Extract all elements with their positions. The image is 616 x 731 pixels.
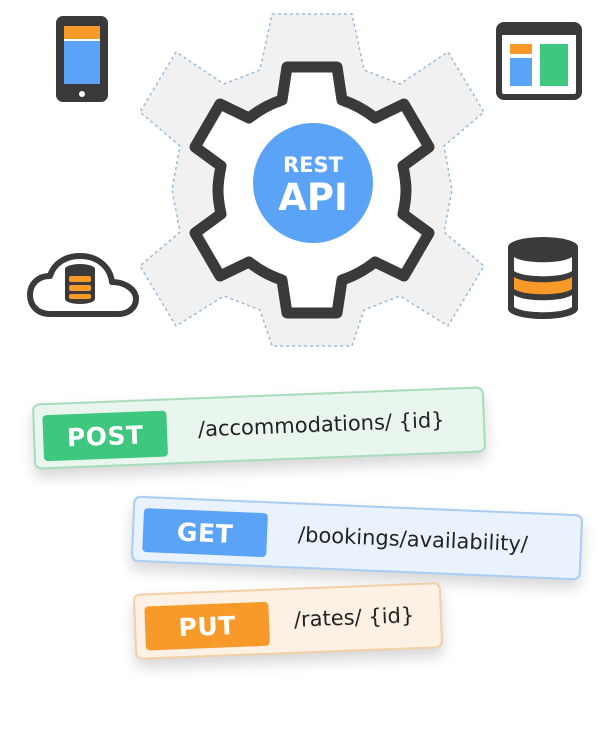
endpoint-card-post[interactable]: POST /accommodations/ {id} [31,386,487,470]
browser-window-icon [496,22,582,100]
rest-label: REST [283,153,344,177]
post-method-badge: POST [42,410,169,462]
get-endpoint-path: /bookings/availability/ [297,522,529,557]
get-method-badge: GET [142,508,268,558]
post-endpoint-path: /accommodations/ {id} [197,407,445,442]
database-icon [508,237,578,319]
api-badge-circle [253,123,373,243]
gear-icon: REST API [139,13,485,347]
put-endpoint-path: /rates/ {id} [293,603,415,632]
mobile-phone-icon [56,16,108,102]
api-label: API [278,176,348,219]
cloud-database-icon [27,253,139,317]
endpoint-card-put[interactable]: PUT /rates/ {id} [132,582,444,660]
put-method-badge: PUT [144,601,270,651]
endpoint-card-get[interactable]: GET /bookings/availability/ [130,495,584,581]
